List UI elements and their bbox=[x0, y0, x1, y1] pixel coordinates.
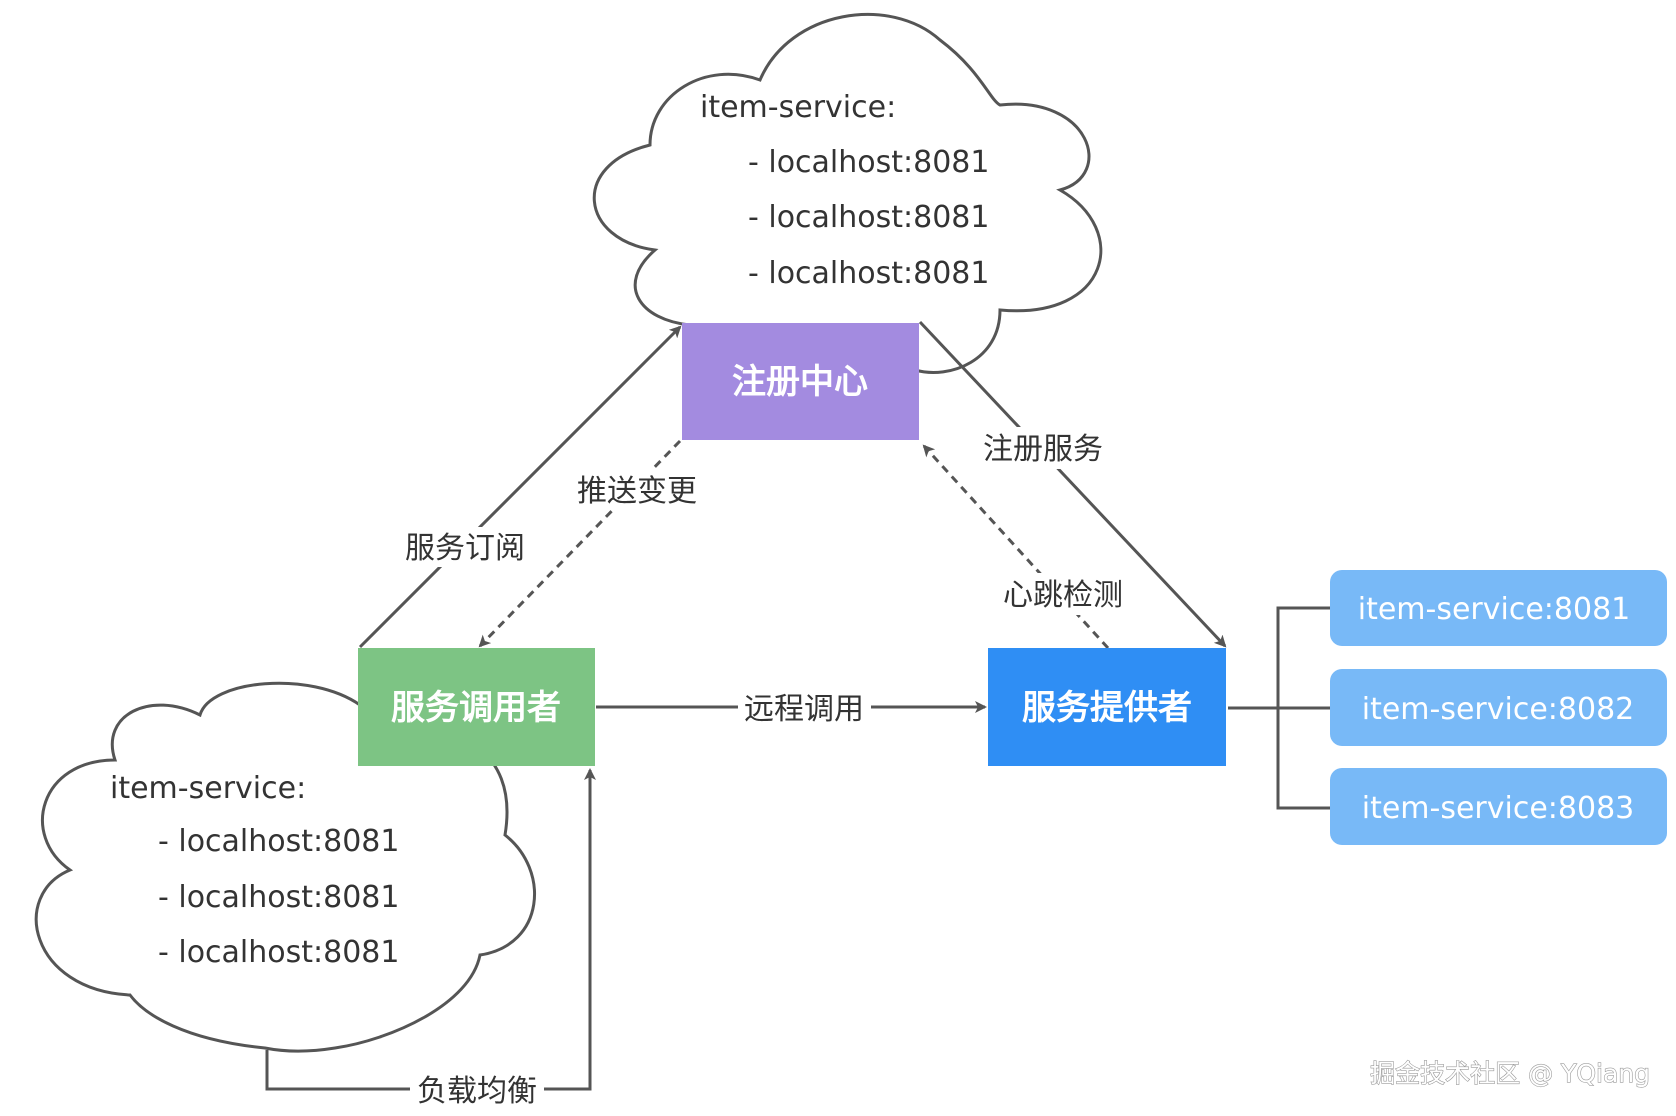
load-balance-label: 负载均衡 bbox=[417, 1074, 537, 1109]
instance-label: item-service:8082 bbox=[1362, 692, 1635, 727]
registry-cloud-entry: - localhost:8081 bbox=[748, 200, 989, 235]
subscribe-label: 服务订阅 bbox=[405, 531, 525, 566]
instance-box: item-service:8081 bbox=[1330, 570, 1667, 646]
registry-cloud bbox=[592, 12, 1103, 374]
watermark: 掘金技术社区 @ YQiang bbox=[1370, 1059, 1650, 1088]
load-balance-label-bg bbox=[410, 1070, 544, 1112]
heartbeat-label: 心跳检测 bbox=[1003, 578, 1123, 613]
heartbeat-label-bg bbox=[998, 573, 1128, 615]
registry-cloud-entry: - localhost:8081 bbox=[748, 145, 989, 180]
instance-box: item-service:8082 bbox=[1330, 669, 1667, 746]
register-label-bg bbox=[978, 427, 1108, 469]
provider-node: 服务提供者 bbox=[988, 648, 1226, 766]
subscribe-arrow bbox=[358, 325, 682, 649]
registry-cloud-entry: - localhost:8081 bbox=[748, 256, 989, 291]
instance-label: item-service:8083 bbox=[1362, 791, 1635, 826]
provider-node-label: 服务提供者 bbox=[1022, 688, 1192, 728]
subscribe-label-bg bbox=[400, 527, 530, 567]
registry-node: 注册中心 bbox=[682, 323, 919, 440]
instance-connector bbox=[1276, 606, 1330, 810]
consumer-cloud-entry: - localhost:8081 bbox=[158, 880, 399, 915]
consumer-cloud-entry: - localhost:8081 bbox=[158, 935, 399, 970]
push-change-label-bg bbox=[572, 470, 702, 510]
consumer-node-label: 服务调用者 bbox=[391, 688, 561, 728]
instance-label: item-service:8081 bbox=[1358, 592, 1631, 627]
consumer-cloud bbox=[34, 681, 536, 1053]
push-change-label: 推送变更 bbox=[577, 474, 697, 509]
consumer-cloud-service-name: item-service: bbox=[110, 771, 306, 806]
remote-call-label-bg bbox=[738, 688, 871, 728]
heartbeat-arrow bbox=[922, 444, 1110, 650]
remote-call-label: 远程调用 bbox=[744, 692, 864, 727]
consumer-cloud-entry: - localhost:8081 bbox=[158, 824, 399, 859]
register-arrow bbox=[918, 320, 1227, 648]
registry-cloud-service-name: item-service: bbox=[700, 90, 896, 125]
instance-box: item-service:8083 bbox=[1330, 768, 1667, 845]
register-label: 注册服务 bbox=[983, 432, 1103, 467]
consumer-node: 服务调用者 bbox=[358, 648, 595, 766]
registry-node-label: 注册中心 bbox=[732, 362, 868, 402]
